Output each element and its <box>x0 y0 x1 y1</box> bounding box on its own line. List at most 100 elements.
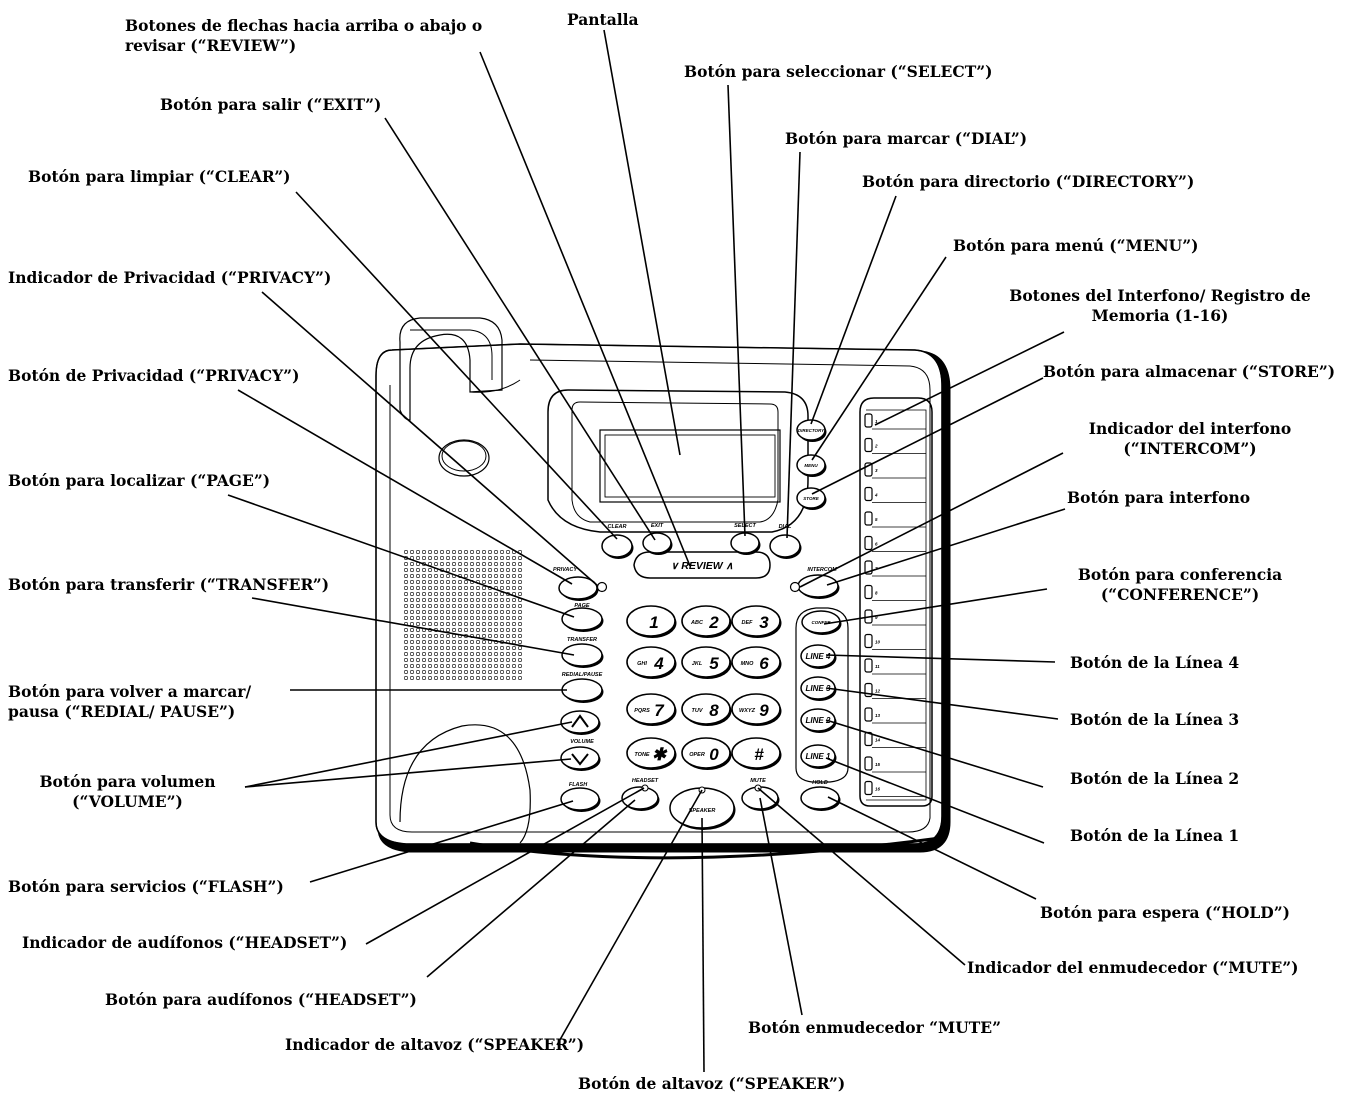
grille-hole <box>511 627 516 632</box>
grille-hole <box>517 579 522 584</box>
hold-button-label: HOLD <box>812 780 828 786</box>
grille-hole <box>475 591 480 596</box>
grille-hole <box>499 651 504 656</box>
grille-hole <box>421 675 426 680</box>
volume-down-button[interactable] <box>560 746 601 771</box>
grille-hole <box>445 579 450 584</box>
callout-boton-directory: Botón para directorio (“DIRECTORY”) <box>862 172 1195 191</box>
grille-hole <box>439 579 444 584</box>
grille-hole <box>433 663 438 668</box>
grille-hole <box>511 567 516 572</box>
grille-hole <box>451 645 456 650</box>
grille-hole <box>463 591 468 596</box>
line3-button[interactable]: LINE 3 <box>800 676 837 701</box>
leader-line <box>365 787 645 945</box>
memory-key-16[interactable]: 16 <box>864 780 926 797</box>
grille-hole <box>457 555 462 560</box>
leader-line <box>786 151 801 539</box>
memory-key-5[interactable]: 5 <box>864 511 926 528</box>
grille-hole <box>457 567 462 572</box>
grille-hole <box>481 633 486 638</box>
leader-line <box>811 377 1044 495</box>
grille-hole <box>511 573 516 578</box>
memory-key-1[interactable]: 1 <box>864 413 926 430</box>
keypad-key-✱[interactable]: TONE✱ <box>626 737 677 770</box>
grille-hole <box>481 579 486 584</box>
key-cap <box>626 646 676 678</box>
key-letters: TONE <box>634 752 650 758</box>
memory-key-number: 9 <box>875 615 878 620</box>
store-button[interactable]: STORE <box>796 487 827 510</box>
grille-hole <box>445 663 450 668</box>
memory-key-4[interactable]: 4 <box>864 486 926 503</box>
page-button[interactable]: PAGE <box>561 603 604 632</box>
key-digit: 5 <box>709 654 719 673</box>
grille-hole <box>421 633 426 638</box>
grille-hole <box>517 663 522 668</box>
privacy-indicator <box>596 581 608 593</box>
callout-botones-flechas: Botones de flechas hacia arriba o abajo … <box>125 16 483 55</box>
keypad-key-#[interactable]: # <box>731 737 782 770</box>
memory-key-15[interactable]: 15 <box>864 756 926 773</box>
grille-hole <box>439 651 444 656</box>
grille-hole <box>409 645 414 650</box>
grille-hole <box>469 615 474 620</box>
line1-button[interactable]: LINE 1 <box>800 744 837 769</box>
line4-button[interactable]: LINE 4 <box>800 644 837 669</box>
line2-button[interactable]: LINE 2 <box>800 708 837 733</box>
grille-hole <box>409 633 414 638</box>
keypad-key-1[interactable]: 1 <box>626 605 677 638</box>
grille-hole <box>463 651 468 656</box>
grille-hole <box>439 633 444 638</box>
grille-hole <box>415 609 420 614</box>
directory-button[interactable]: DIRECTORY <box>796 419 827 442</box>
grille-hole <box>409 663 414 668</box>
hold-button[interactable]: HOLD <box>800 780 841 811</box>
memory-key-6[interactable]: 6 <box>864 535 926 552</box>
grille-hole <box>445 645 450 650</box>
grille-hole <box>433 603 438 608</box>
grille-hole <box>517 627 522 632</box>
transfer-button[interactable]: TRANSFER <box>561 637 604 668</box>
redial-pause-button[interactable]: REDIAL/PAUSE <box>561 672 604 703</box>
clear-button[interactable]: CLEAR <box>601 524 634 559</box>
memory-key-13[interactable]: 13 <box>864 707 926 724</box>
intercom-button-label: INTERCOM <box>807 567 837 573</box>
review-button[interactable]: ∨ REVIEW ∧ <box>633 551 771 579</box>
grille-hole <box>469 549 474 554</box>
grille-hole <box>463 639 468 644</box>
callout-boton-speaker: Botón de altavoz (“SPEAKER”) <box>578 1074 846 1093</box>
callout-pantalla: Pantalla <box>567 10 639 29</box>
memory-key-2[interactable]: 2 <box>864 437 926 454</box>
flash-button[interactable]: FLASH <box>560 782 601 812</box>
memory-key-8[interactable]: 8 <box>864 584 926 601</box>
memory-key-11[interactable]: 11 <box>864 658 926 675</box>
volume-up-button[interactable] <box>560 710 601 735</box>
memory-key-10[interactable]: 10 <box>864 633 926 650</box>
grille-hole <box>409 669 414 674</box>
dial-button[interactable]: DIAL <box>769 524 802 559</box>
key-cap <box>731 646 781 678</box>
grille-hole <box>457 561 462 566</box>
grille-hole <box>409 609 414 614</box>
grille-hole <box>517 633 522 638</box>
exit-button[interactable]: EXIT <box>642 523 673 555</box>
memory-key-cap <box>864 486 873 502</box>
grille-hole <box>451 627 456 632</box>
grille-hole <box>487 657 492 662</box>
grille-hole <box>415 627 420 632</box>
menu-button[interactable]: MENU <box>796 454 827 477</box>
grille-hole <box>493 579 498 584</box>
phone-body <box>375 343 951 860</box>
memory-key-number: 16 <box>875 787 881 792</box>
grille-hole <box>499 627 504 632</box>
